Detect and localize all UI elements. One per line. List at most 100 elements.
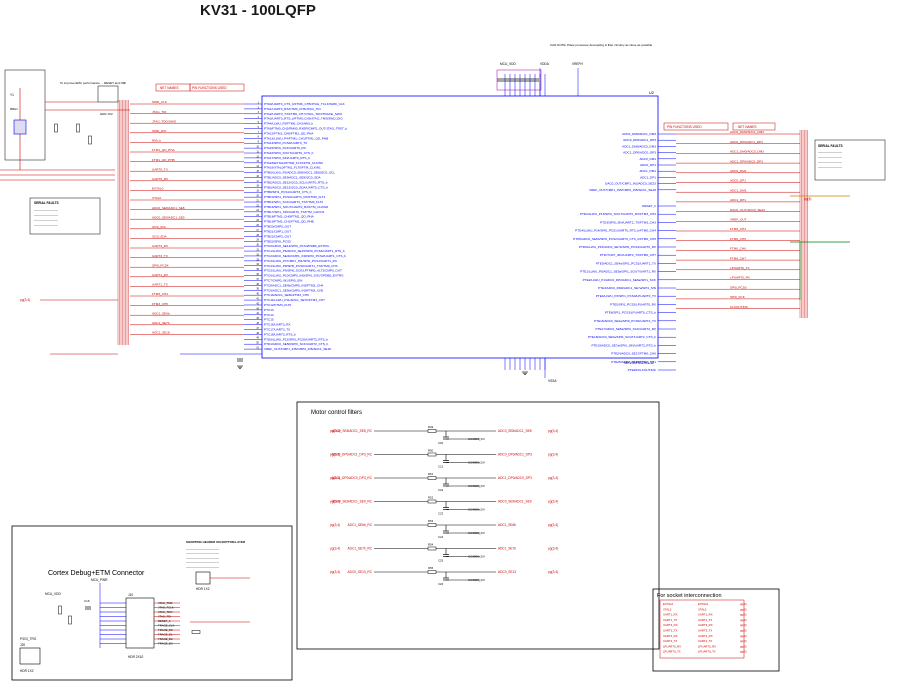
left-net-label: UART0_RX (152, 177, 168, 181)
mcu-right-pin-label: PTE2/LLWU_P1/ADC0_DP2/ADC1_SE6a/SPI1_SCK (583, 278, 657, 282)
filter-resistor (427, 546, 437, 551)
reset-resistor (54, 123, 58, 133)
mcu-pin-number: 10 (256, 146, 259, 149)
filter-input-net: ADC0_SE8/ADC1_SE8_RC (332, 429, 373, 433)
left-net-label: FTM3_CH5 (152, 302, 168, 306)
left-net-label: JTAG_TDO/SWO (152, 119, 177, 123)
mcu-left-pin-label: PTC18/UART3_RTS_b (264, 332, 296, 336)
mcu-left-pin-label: PTB19/FTM2_CH1/FTM2_QD_PHB (264, 220, 314, 224)
filter-cap-net: CC0805_DV (468, 484, 485, 488)
left-net-label: FTM1_QD_PHA (152, 148, 175, 152)
mcu-right-pin-label: PTE1/LLWU_P0/ADC1_SE5a/SPI1_SOUT/UART1_R… (580, 270, 656, 274)
mcu-right-pin-label: VREF_OUT/CMP1_IN5/CMP0_IN5/ADC1_SE18 (589, 188, 656, 192)
vdda-label: VDDA (540, 62, 550, 66)
right-net-label: LPUART0_TX (730, 266, 750, 270)
cad-note: CAD NOTE: Place processor decoupling & f… (550, 43, 653, 47)
filter-capacitor-refdes: C24 (438, 535, 444, 539)
debug-pin-label: TRACE_D1 (158, 632, 173, 636)
mcu-left-pin-label: PTA14/SPI0_PCS0/UART0_TX (264, 141, 307, 145)
filter-page-ref: pg(3,4) (330, 453, 340, 457)
mcu-pin-number: 23 (256, 209, 259, 212)
mcu-left-pin-label: PTB23/SPI0_PCS5 (264, 239, 291, 243)
mcu-pin-number: 30 (256, 244, 259, 247)
mcu-left-pin-label: PTC9/ADC1_SE5b/CMP0_IN3/FTM3_CH5 (264, 288, 323, 292)
mcu-right-pin-label: PTE17/ADC0_SE5a/SPI0_SCK/UART2_RX (596, 327, 656, 331)
filter-resistor-refdes: R52 (428, 496, 434, 500)
left-net-label: NMI_b (152, 139, 161, 143)
mcu-left-pin-label: PTA2/UART0_TX/FTM0_CH7/JTAG_TDO/TRACE_SW… (264, 112, 343, 116)
motor-filters-title: Motor control filters (311, 410, 362, 416)
reset-resistor (76, 123, 80, 133)
mcu-right-pin-label: PTD6/LLWU_P15/ADC0_SE7b/SPI0_PCS3/UART0_… (579, 245, 656, 249)
debug-pin-label: JTAG_TMS (158, 601, 173, 605)
right-net-label: LPUART0_RX (730, 276, 750, 280)
mcu-pin-number: 38 (256, 283, 259, 286)
serial-faults-left-label: SERIAL FAULTS (34, 201, 59, 205)
mcu-pin-number: 29 (256, 239, 259, 242)
mcu-pin-number: 27 (256, 229, 259, 232)
vrefh-label: VREFH (572, 62, 584, 66)
mcu-pin-number: 39 (256, 288, 259, 291)
debug-mcu-vdd: MCU_VDD (45, 592, 61, 596)
mcu-pin-number: 15 (256, 170, 259, 173)
filter-page-ref: pg(3,4) (548, 500, 558, 504)
j10-refdes: J10 (128, 593, 133, 597)
mcu-pwr-label: MCU_PWR (91, 578, 108, 582)
mcu-left-pin-label: PTC4/LLWU_P8/SPI0_PCS0/UART1_TX/FTM0_CH3 (264, 264, 338, 268)
mcu-pin-number: 35 (256, 268, 259, 271)
crystal-symbol (13, 119, 27, 135)
filter-capacitor-refdes: C20 (438, 441, 444, 445)
mcu-pin-number: 3 (258, 111, 260, 114)
filter-output-net: ADC0_DP0/ADC1_DP3 (498, 453, 532, 457)
mcu-left-pin-label: PTC13 (264, 308, 274, 312)
mcu-left-pin-label: PTA3/UART0_RTS_b/FTM0_CH0/JTAG_TMS/SWD_D… (264, 117, 343, 121)
crystal-freq: 8MHz (10, 107, 18, 111)
debug-resistor (191, 630, 201, 634)
filter-resistor (427, 523, 437, 527)
mcu-pin-number: 18 (256, 185, 259, 188)
debug-pin-label: TRACE_D0 (158, 628, 173, 632)
debug-pin-label: TRACE_CLK (158, 623, 175, 627)
filter-resistor (427, 429, 437, 433)
mcu-left-pin-label: PTA13/LLWU_P4/FTM1_CH1/FTM1_QD_PHB (264, 136, 328, 140)
jumper-note-text: ——————————— (186, 565, 219, 569)
serial-faults-text: ———————— (818, 160, 842, 164)
mcu-left-pin-label: PTD0/LLWU_P12/SPI0_PCS0/UART2_RTS_b (264, 337, 328, 341)
filter-cap-net: CC0805_DV (468, 531, 485, 535)
right-net-label: ADC0_DP0/ADC1_DP3 (730, 140, 763, 144)
filter-resistor-refdes: R50 (428, 449, 434, 453)
right-net-label: FTM0_CH7 (730, 256, 746, 260)
mcu-pin-number: 1 (258, 101, 260, 104)
filter-capacitor-refdes: C23 (438, 512, 444, 516)
mcu-right-pin-label: PTE26/CLKOUT32K (628, 368, 657, 372)
mcu-right-pin-label: ADC0_DM0/ADC1_DM3 (622, 132, 656, 136)
right-net-label: DAC0_OUT/ADC0_SE23 (730, 208, 765, 212)
left-net-label: I2C0_SDA (152, 235, 168, 239)
reset-header-label: HDR 1X2 (100, 112, 113, 116)
filter-page-ref: pg(3,4) (330, 523, 340, 527)
decoupling-caps (496, 69, 542, 91)
mcu-right-pin-label: PTD3/SPI0_SIN/UART2_TX/FTM3_CH3 (600, 220, 656, 224)
filter-output-net: ADC0_SE8/ADC1_SE8 (498, 429, 532, 433)
mcu-right-pin-label: ADC1_DM1 (639, 169, 656, 173)
right-net-label: SPI0_PCS0 (730, 285, 747, 289)
mcu-left-pin-label: PTB9/SPI1_PCS1/UART3_CTS_b (264, 190, 312, 194)
mcu-right-pin-label: PTE5/SPI1_PCS2/LPUART0_RX (610, 302, 656, 306)
mcu-right-pin-label: PTE4/LLWU_P2/SPI1_PCS0/LPUART0_TX (596, 294, 656, 298)
right-net-label: ADC0_DM1 (730, 169, 747, 173)
filter-resistor-refdes: R49 (428, 425, 434, 429)
pin-functions-header-box (189, 83, 245, 92)
mcu-pin-number: 12 (256, 155, 259, 158)
reset-header (97, 85, 119, 103)
mcu-pin-number: 36 (256, 273, 259, 276)
mcu-left-pin-label: PTA12/FTM1_CH0/FTM1_QD_PHA (264, 131, 314, 135)
mcu-left-pin-label: PTC12/FTM3_FLT0 (264, 303, 292, 307)
mcu-left-pin-label: PTC16/UART3_RX (264, 323, 291, 327)
mcu-pin-number: 34 (256, 263, 259, 266)
right-net-label: VREF_OUT (730, 218, 747, 222)
filter-page-ref: pg(3,4) (548, 429, 558, 433)
left-net-label: FTM3_CH4 (152, 292, 168, 296)
socket-net-label: UART2_TX (663, 639, 677, 643)
left-net-label: JTAG_TDI (152, 110, 167, 114)
right-net-label: ADC1_DM1 (730, 188, 747, 192)
